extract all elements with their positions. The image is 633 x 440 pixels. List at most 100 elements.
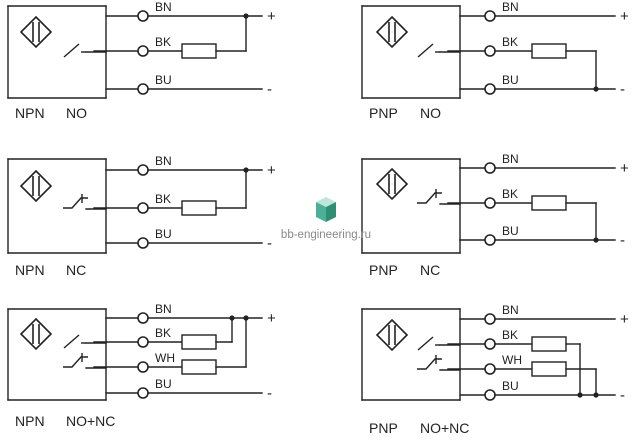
terminal-icon bbox=[484, 363, 496, 375]
wire-label-bu: BU bbox=[502, 73, 519, 87]
contact-mode-label: NC bbox=[66, 262, 86, 278]
load-resistor-icon bbox=[531, 43, 567, 59]
load-resistor-icon bbox=[181, 334, 217, 350]
output-type-label: PNP bbox=[369, 420, 398, 436]
wire-label-bk: BK bbox=[502, 35, 518, 49]
diagram-npn-nc: BN BK BU + - NPN NC bbox=[7, 154, 276, 278]
terminal-icon bbox=[137, 361, 149, 373]
output-type-label: NPN bbox=[15, 413, 45, 429]
wire-label-bn: BN bbox=[155, 154, 172, 168]
watermark-text: bb-engineering.ru bbox=[281, 229, 371, 241]
wire-label-bk: BK bbox=[155, 192, 171, 206]
contact-mode-label: NO bbox=[420, 105, 441, 121]
load-resistor-icon bbox=[181, 359, 217, 375]
positive-sign: + bbox=[620, 8, 629, 25]
contact-mode-label: NC bbox=[420, 262, 440, 278]
terminal-icon bbox=[484, 389, 496, 401]
no-switch-icon bbox=[63, 43, 86, 58]
negative-sign: - bbox=[620, 387, 625, 404]
output-type-label: PNP bbox=[369, 262, 398, 278]
positive-sign: + bbox=[267, 162, 276, 179]
contact-mode-label: NO+NC bbox=[66, 413, 115, 429]
wire-label-bu: BU bbox=[502, 224, 519, 238]
diagram-npn-nonc: BN BK WH BU + - NPN NO+NC bbox=[7, 302, 276, 429]
wire-label-bk: BK bbox=[502, 328, 518, 342]
wire-label-bn: BN bbox=[155, 302, 172, 316]
proximity-sensor-icon bbox=[375, 15, 409, 49]
terminal-icon bbox=[137, 10, 149, 22]
terminal-icon bbox=[137, 83, 149, 95]
negative-sign: - bbox=[620, 232, 625, 249]
nc-switch-icon bbox=[63, 194, 88, 209]
negative-sign: - bbox=[267, 385, 272, 402]
diagram-pnp-nonc: BN BK WH BU + - PNP NO+NC bbox=[361, 303, 629, 436]
proximity-sensor-icon bbox=[375, 318, 409, 352]
proximity-sensor-icon bbox=[19, 15, 53, 49]
junction-dot-icon bbox=[229, 315, 235, 321]
terminal-icon bbox=[137, 387, 149, 399]
junction-dot-icon bbox=[243, 13, 249, 19]
terminal-icon bbox=[484, 45, 496, 57]
wire-label-bu: BU bbox=[502, 379, 519, 393]
cube-logo-icon bbox=[316, 197, 336, 222]
positive-sign: + bbox=[620, 160, 629, 177]
proximity-sensor-icon bbox=[375, 167, 409, 201]
terminal-icon bbox=[137, 336, 149, 348]
wire-label-bn: BN bbox=[502, 0, 519, 14]
load-resistor-icon bbox=[181, 200, 217, 216]
positive-sign: + bbox=[267, 310, 276, 327]
load-resistor-icon bbox=[181, 43, 217, 59]
load-resistor-icon bbox=[531, 195, 567, 211]
junction-dot-icon bbox=[243, 167, 249, 173]
terminal-icon bbox=[137, 45, 149, 57]
wire-label-bk: BK bbox=[155, 35, 171, 49]
diagram-pnp-nc: BN BK BU + - PNP NC bbox=[361, 152, 629, 278]
wire-label-bk: BK bbox=[155, 326, 171, 340]
wire-label-bn: BN bbox=[502, 152, 519, 166]
terminal-icon bbox=[137, 312, 149, 324]
no-switch-icon bbox=[63, 334, 86, 349]
output-type-label: NPN bbox=[15, 105, 45, 121]
terminal-icon bbox=[484, 197, 496, 209]
nc-switch-icon bbox=[63, 353, 88, 368]
negative-sign: - bbox=[620, 81, 625, 98]
diagram-npn-no: BN BK BU + - NPN NO bbox=[7, 0, 276, 121]
load-resistor-icon bbox=[531, 336, 567, 352]
wire-label-bn: BN bbox=[502, 303, 519, 317]
terminal-icon bbox=[484, 338, 496, 350]
output-type-label: PNP bbox=[369, 105, 398, 121]
terminal-icon bbox=[137, 237, 149, 249]
proximity-sensor-icon bbox=[19, 169, 53, 203]
terminal-icon bbox=[137, 202, 149, 214]
contact-mode-label: NO+NC bbox=[420, 420, 469, 436]
nc-switch-icon bbox=[417, 355, 442, 370]
load-resistor-icon bbox=[531, 361, 567, 377]
wire-label-bn: BN bbox=[155, 0, 172, 14]
output-type-label: NPN bbox=[15, 262, 45, 278]
positive-sign: + bbox=[620, 311, 629, 328]
positive-sign: + bbox=[267, 8, 276, 25]
terminal-icon bbox=[484, 83, 496, 95]
wire-label-bu: BU bbox=[155, 227, 172, 241]
wire-label-bu: BU bbox=[155, 377, 172, 391]
wire-label-wh: WH bbox=[502, 353, 522, 367]
wire-label-bk: BK bbox=[502, 187, 518, 201]
no-switch-icon bbox=[417, 336, 440, 351]
terminal-icon bbox=[484, 162, 496, 174]
terminal-icon bbox=[484, 10, 496, 22]
nc-switch-icon bbox=[417, 189, 442, 204]
junction-dot-icon bbox=[243, 315, 249, 321]
wire-label-wh: WH bbox=[155, 351, 175, 365]
proximity-sensor-icon bbox=[19, 317, 53, 351]
wire-label-bu: BU bbox=[155, 73, 172, 87]
terminal-icon bbox=[137, 164, 149, 176]
diagram-pnp-no: BN BK BU + - PNP NO bbox=[361, 0, 629, 121]
no-switch-icon bbox=[417, 43, 440, 58]
negative-sign: - bbox=[267, 81, 272, 98]
contact-mode-label: NO bbox=[66, 105, 87, 121]
negative-sign: - bbox=[267, 235, 272, 252]
terminal-icon bbox=[484, 313, 496, 325]
terminal-icon bbox=[484, 234, 496, 246]
watermark: bb-engineering.ru bbox=[281, 197, 371, 241]
